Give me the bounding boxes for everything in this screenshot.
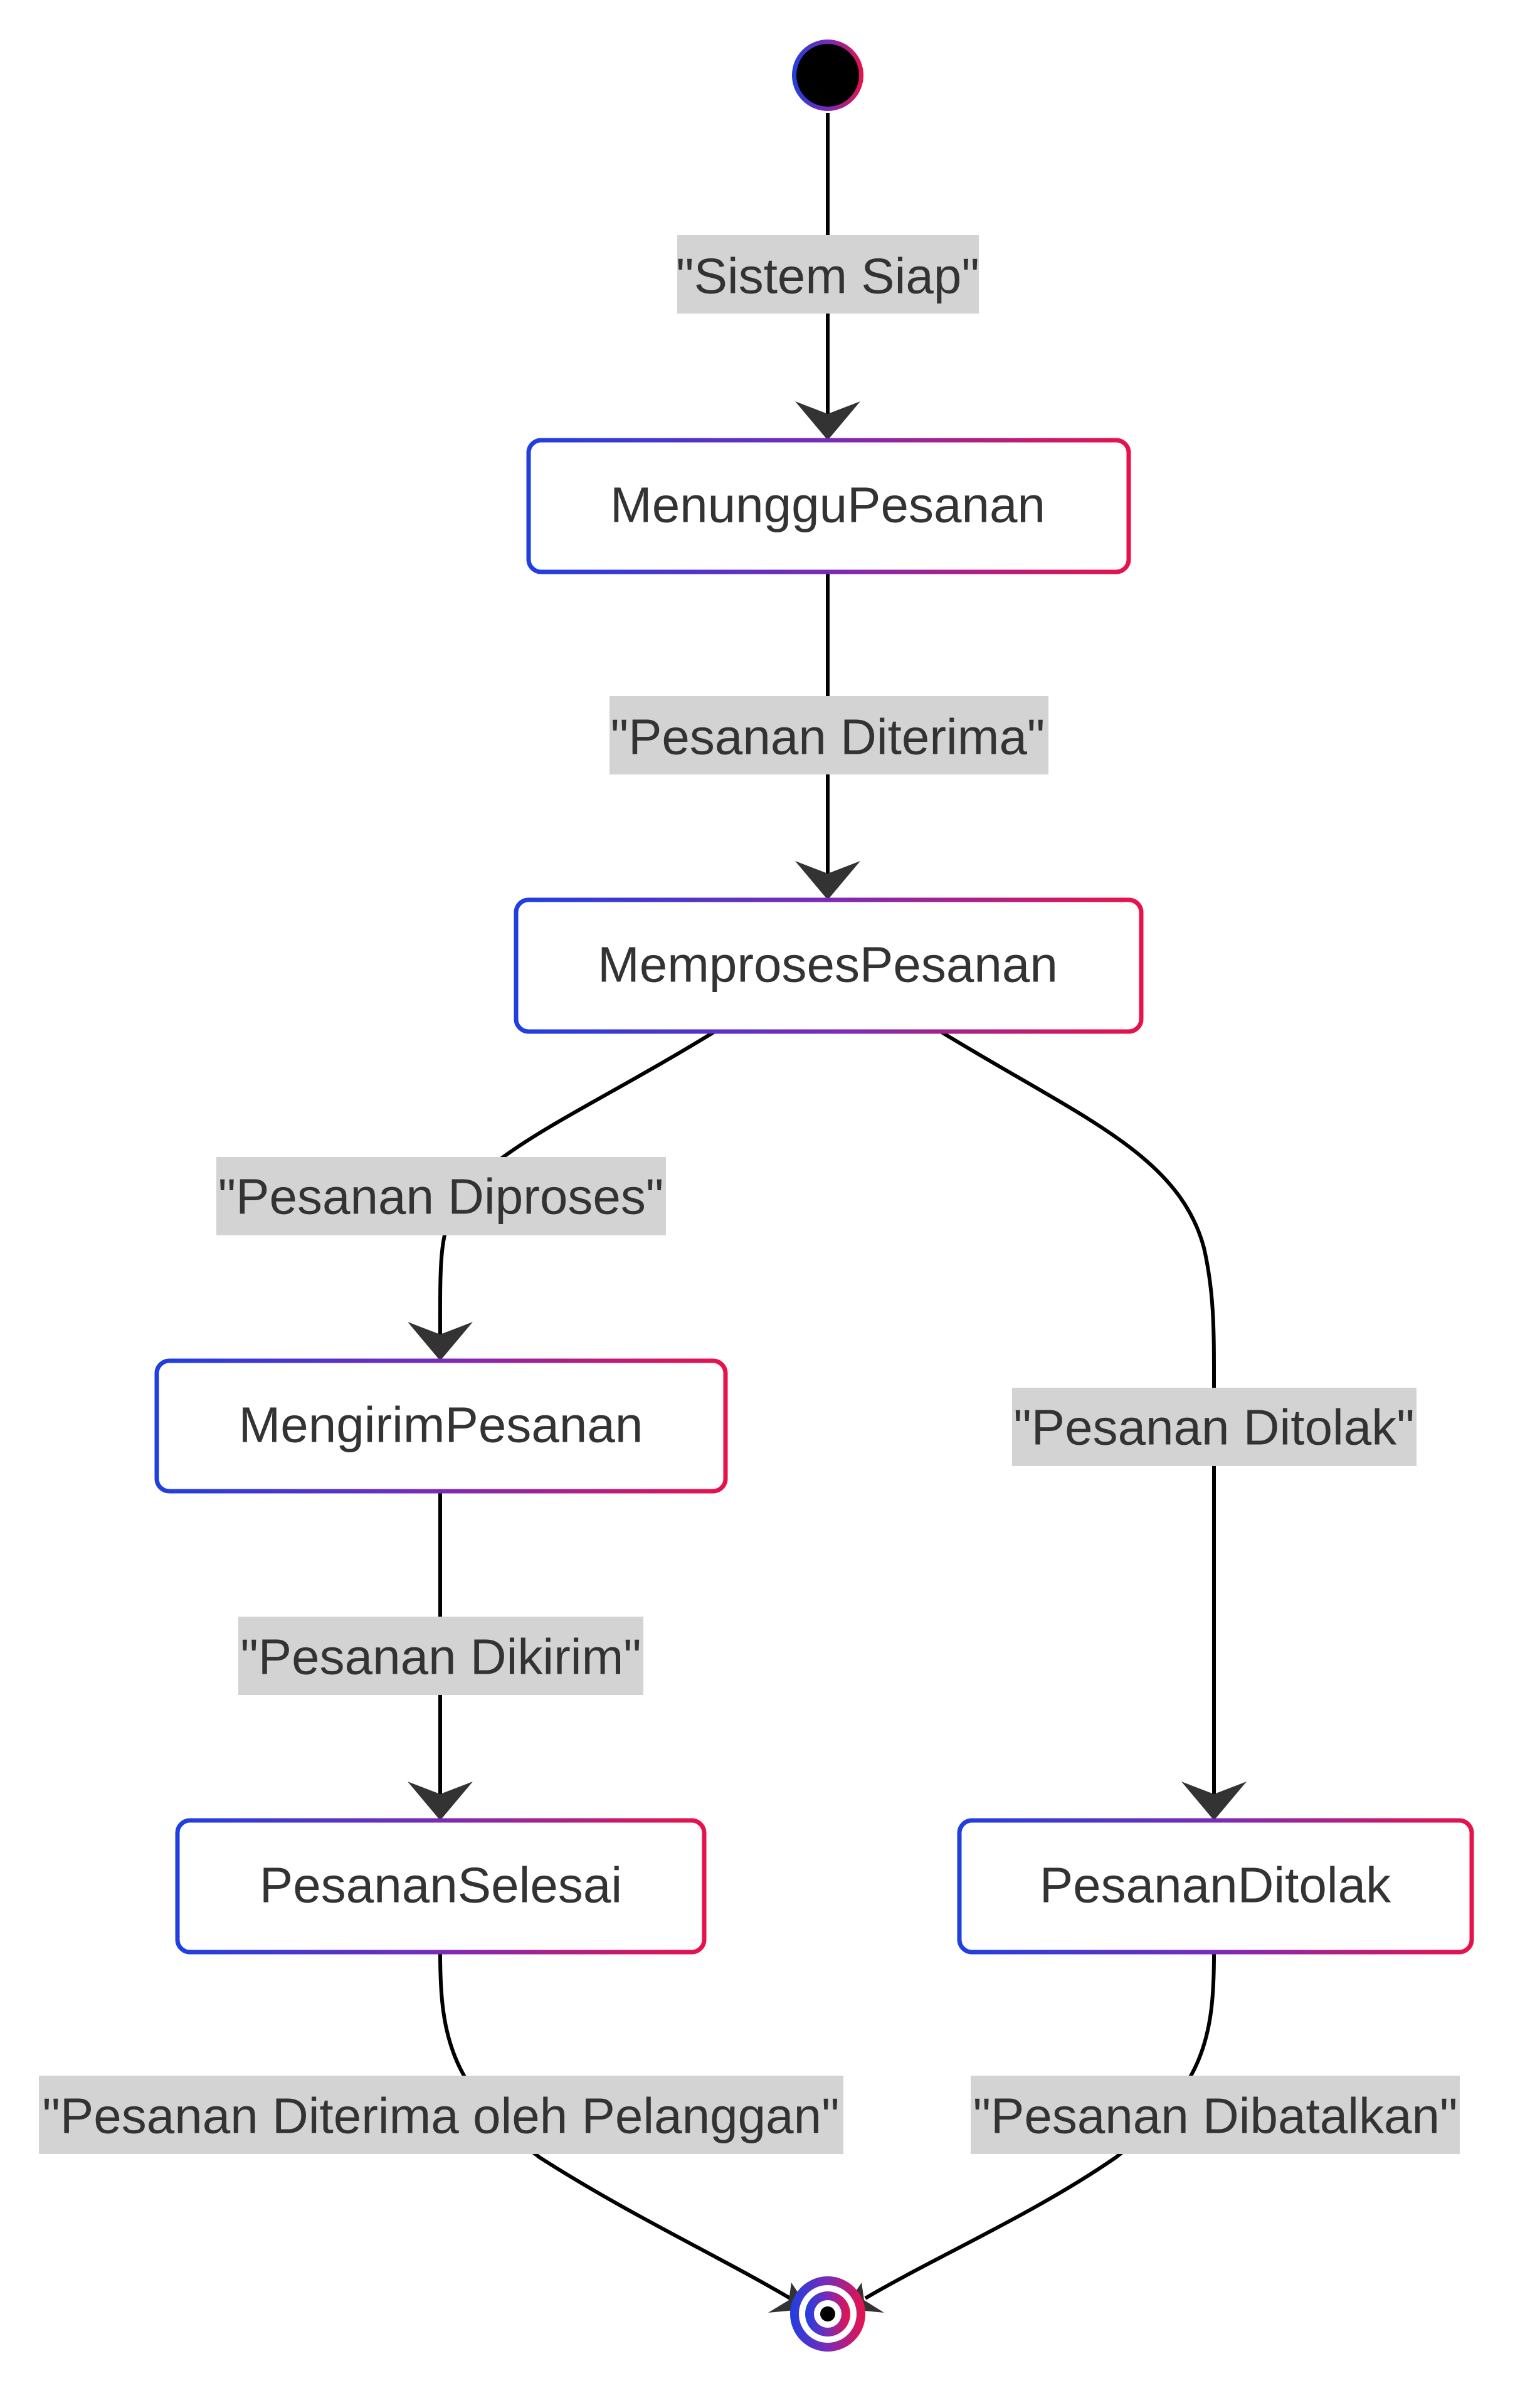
edge-label-sistem-siap: "Sistem Siap" <box>676 235 979 314</box>
state-menunggu-pesanan-label: MenungguPesanan <box>610 477 1045 533</box>
end-node <box>790 2276 865 2352</box>
edge-memproses-to-ditolak <box>939 1030 1216 1814</box>
state-pesanan-ditolak: PesananDitolak <box>957 1818 1474 1955</box>
state-memproses-pesanan: MemprosesPesanan <box>514 897 1144 1034</box>
arrowhead-memproses <box>795 861 860 900</box>
arrowhead-menunggu <box>795 401 860 440</box>
edge-label-pesanan-diterima-oleh-pelanggan-text: "Pesanan Diterima oleh Pelanggan" <box>43 2088 840 2144</box>
edge-label-pesanan-diproses-text: "Pesanan Diproses" <box>218 1169 664 1225</box>
start-node-fill <box>796 44 859 107</box>
end-node-core <box>820 2306 835 2321</box>
start-node <box>792 40 863 111</box>
edge-label-pesanan-diterima-oleh-pelanggan: "Pesanan Diterima oleh Pelanggan" <box>39 2076 843 2154</box>
edge-label-pesanan-diterima-text: "Pesanan Diterima" <box>611 709 1045 765</box>
edge-label-pesanan-dikirim-text: "Pesanan Dikirim" <box>240 1629 641 1685</box>
state-memproses-pesanan-label: MemprosesPesanan <box>598 937 1058 993</box>
state-mengirim-pesanan-label: MengirimPesanan <box>239 1397 643 1453</box>
edge-selesai-to-end <box>438 1953 791 2300</box>
state-pesanan-selesai-label: PesananSelesai <box>260 1857 622 1913</box>
edge-label-pesanan-ditolak-text: "Pesanan Ditolak" <box>1013 1400 1414 1455</box>
arrowhead-ditolak <box>1181 1782 1247 1820</box>
arrowhead-mengirim <box>408 1322 473 1361</box>
edge-label-pesanan-dibatalkan: "Pesanan Dibatalkan" <box>971 2076 1460 2154</box>
edge-label-pesanan-diterima: "Pesanan Diterima" <box>609 696 1048 774</box>
arrowhead-selesai <box>408 1782 473 1820</box>
edge-label-sistem-siap-text: "Sistem Siap" <box>676 248 979 304</box>
state-pesanan-selesai: PesananSelesai <box>175 1818 707 1955</box>
edge-label-pesanan-dibatalkan-text: "Pesanan Dibatalkan" <box>973 2088 1458 2144</box>
state-menunggu-pesanan: MenungguPesanan <box>526 438 1131 574</box>
state-pesanan-ditolak-label: PesananDitolak <box>1040 1857 1391 1913</box>
edge-label-pesanan-ditolak: "Pesanan Ditolak" <box>1012 1388 1417 1466</box>
edge-label-pesanan-dikirim: "Pesanan Dikirim" <box>238 1617 643 1695</box>
edge-ditolak-to-end <box>864 1953 1216 2300</box>
edge-label-pesanan-diproses: "Pesanan Diproses" <box>216 1157 666 1235</box>
state-mengirim-pesanan: MengirimPesanan <box>154 1358 728 1494</box>
